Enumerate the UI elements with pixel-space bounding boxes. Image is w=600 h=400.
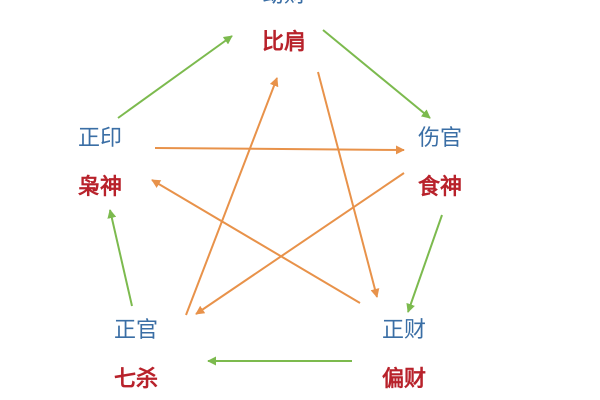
node-left-upper-label: 正印 [78,126,123,151]
star-arrow-bottom-left-to-top [185,77,279,316]
star-arrow-left-to-right [154,145,405,155]
node-bottom-left-upper-label: 正官 [114,318,159,343]
node-bottom-left-lower-label: 七杀 [114,367,159,392]
cycle-arrow-right-to-bottom-right [406,214,443,313]
node-top-upper-label: 劫财 [262,0,306,9]
node-bottom-right-upper-label: 正财 [382,318,427,343]
star-arrow-top-to-bottom-right [317,71,380,298]
cycle-arrow-top-to-right [322,29,431,119]
node-right-upper-label: 伤官 [418,126,463,151]
node-left-lower-label: 枭神 [78,175,123,200]
star-arrow-bottom-right-to-left [151,179,361,304]
cycle-arrow-left-to-top [117,35,233,119]
node-top-lower-label: 比肩 [262,30,307,55]
node-right-lower-label: 食神 [418,175,463,200]
cycle-arrow-bottom-left-to-left [107,209,133,307]
node-bottom-right-lower-label: 偏财 [382,367,427,392]
star-arrow-right-to-bottom-left [195,172,405,315]
